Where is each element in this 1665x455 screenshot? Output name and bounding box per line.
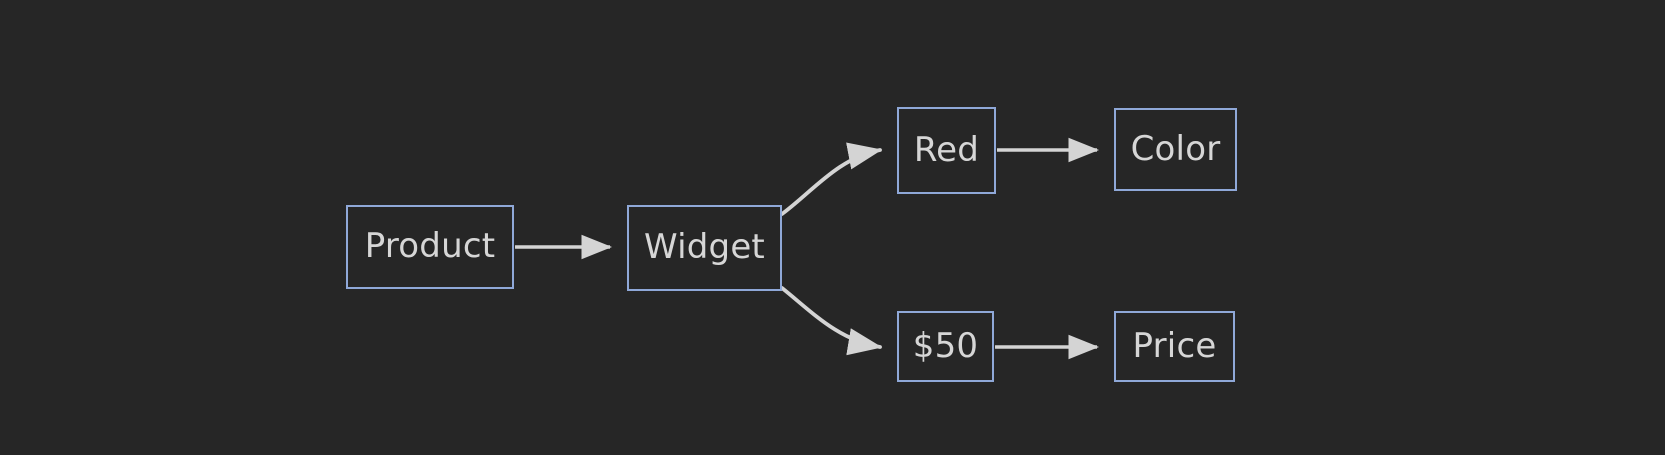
node-price-value-label: $50 (912, 325, 979, 366)
node-color[interactable]: Color (1114, 108, 1237, 191)
node-red[interactable]: Red (897, 107, 996, 194)
node-widget-label: Widget (644, 227, 765, 267)
node-widget[interactable]: Widget (627, 205, 782, 291)
edge-widget-red (780, 142, 883, 216)
node-color-label: Color (1130, 128, 1221, 169)
node-red-label: Red (913, 129, 980, 170)
edge-widget-price50 (780, 286, 883, 356)
node-product[interactable]: Product (346, 205, 514, 289)
node-price-label: Price (1132, 325, 1217, 366)
node-price[interactable]: Price (1114, 311, 1235, 382)
node-product-label: Product (364, 226, 496, 266)
node-price-value[interactable]: $50 (897, 311, 994, 382)
